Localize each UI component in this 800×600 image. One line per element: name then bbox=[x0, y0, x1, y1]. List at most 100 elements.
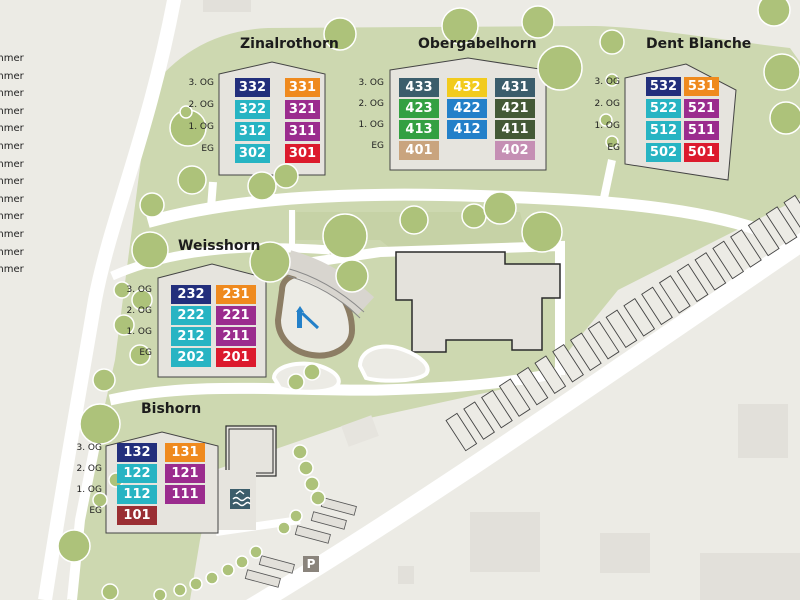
floor-label: 1. OG bbox=[126, 327, 152, 337]
parking-bay bbox=[783, 194, 800, 234]
floor-label: 2. OG bbox=[188, 100, 214, 110]
apartment-301[interactable]: 301 bbox=[285, 144, 320, 163]
parking-bay bbox=[498, 378, 531, 417]
floor-label: 1. OG bbox=[76, 485, 102, 495]
parking-bay bbox=[534, 355, 567, 394]
trees bbox=[57, 0, 800, 600]
floor-label: EG bbox=[89, 506, 102, 516]
apartment-331[interactable]: 331 bbox=[285, 78, 320, 97]
apartment-531[interactable]: 531 bbox=[684, 77, 719, 96]
apartment-101[interactable]: 101 bbox=[117, 506, 157, 525]
legend-item: mmer bbox=[0, 53, 24, 64]
apartment-502[interactable]: 502 bbox=[646, 143, 681, 162]
apartment-421[interactable]: 421 bbox=[495, 99, 535, 118]
south-road bbox=[246, 232, 800, 600]
apartment-302[interactable]: 302 bbox=[235, 144, 270, 163]
apartment-422[interactable]: 422 bbox=[447, 99, 487, 118]
apartment-202[interactable]: 202 bbox=[171, 348, 211, 367]
legend-item: mmer bbox=[0, 176, 24, 188]
apartment-321[interactable]: 321 bbox=[285, 100, 320, 119]
apartment-201[interactable]: 201 bbox=[216, 348, 256, 367]
building-name-zinalrothorn: Zinalrothorn bbox=[240, 36, 339, 52]
apartment-411[interactable]: 411 bbox=[495, 120, 535, 139]
apartment-521[interactable]: 521 bbox=[684, 99, 719, 118]
central-building bbox=[395, 251, 561, 353]
apartment-522[interactable]: 522 bbox=[646, 99, 681, 118]
parking-bay bbox=[463, 401, 495, 440]
apartment-132[interactable]: 132 bbox=[117, 443, 157, 462]
pool-icon bbox=[230, 489, 251, 509]
apartment-402[interactable]: 402 bbox=[495, 141, 535, 160]
floor-label: 3. OG bbox=[126, 285, 152, 295]
apartment-121[interactable]: 121 bbox=[165, 464, 205, 483]
floor-label: EG bbox=[201, 144, 214, 154]
legend-item: mmer bbox=[0, 70, 24, 82]
apartment-122[interactable]: 122 bbox=[117, 464, 157, 483]
floor-label: EG bbox=[139, 348, 152, 358]
apartment-322[interactable]: 322 bbox=[235, 100, 270, 119]
floor-label: 3. OG bbox=[188, 78, 214, 88]
west-road bbox=[38, 0, 182, 600]
floor-label: 3. OG bbox=[594, 77, 620, 87]
playground-ramp-line bbox=[287, 275, 361, 319]
apartment-222[interactable]: 222 bbox=[171, 306, 211, 325]
parking-bay bbox=[445, 412, 478, 452]
floor-label: EG bbox=[607, 143, 620, 153]
parking-bay bbox=[694, 252, 727, 291]
apartment-431[interactable]: 431 bbox=[495, 78, 535, 97]
legend-item: mmer bbox=[0, 193, 24, 205]
building-name-weisshorn: Weisshorn bbox=[178, 238, 261, 254]
apartment-231[interactable]: 231 bbox=[216, 285, 256, 304]
building-name-bishorn: Bishorn bbox=[141, 401, 202, 417]
apartment-501[interactable]: 501 bbox=[684, 143, 719, 162]
apartment-412[interactable]: 412 bbox=[447, 120, 487, 139]
apartment-112[interactable]: 112 bbox=[117, 485, 157, 504]
building-name-dent-blanche: Dent Blanche bbox=[646, 36, 752, 52]
outside-building bbox=[470, 512, 540, 572]
legend-item: mmer bbox=[0, 211, 24, 223]
apartment-131[interactable]: 131 bbox=[165, 443, 205, 462]
parking-bay bbox=[623, 298, 656, 337]
parking-bay bbox=[587, 321, 620, 360]
outside-building bbox=[600, 533, 650, 573]
floor-label: 1. OG bbox=[188, 122, 214, 132]
apartment-433[interactable]: 433 bbox=[399, 78, 439, 97]
legend-item: mmer bbox=[0, 105, 24, 117]
parking-bay bbox=[605, 309, 638, 349]
legend-item: mmer bbox=[0, 158, 24, 170]
legend-item: mmer bbox=[0, 229, 24, 240]
playground-slide-icon bbox=[296, 306, 320, 330]
apartment-312[interactable]: 312 bbox=[235, 122, 270, 141]
playground-ramp bbox=[284, 250, 375, 315]
apartment-413[interactable]: 413 bbox=[399, 120, 439, 139]
apartment-211[interactable]: 211 bbox=[216, 327, 256, 346]
outside-building bbox=[700, 553, 800, 600]
apartment-512[interactable]: 512 bbox=[646, 121, 681, 140]
apartment-232[interactable]: 232 bbox=[171, 285, 211, 304]
playground-ramp-line bbox=[285, 267, 365, 313]
floor-label: 3. OG bbox=[358, 78, 384, 88]
apartment-432[interactable]: 432 bbox=[447, 78, 487, 97]
apartment-221[interactable]: 221 bbox=[216, 306, 256, 325]
floor-label: 1. OG bbox=[358, 120, 384, 130]
apartment-423[interactable]: 423 bbox=[399, 99, 439, 118]
footpath bbox=[207, 181, 217, 209]
outside-building bbox=[738, 404, 788, 458]
parking-bay bbox=[765, 206, 798, 245]
floor-label: 2. OG bbox=[594, 99, 620, 109]
floor-label: 2. OG bbox=[126, 306, 152, 316]
apartment-401[interactable]: 401 bbox=[399, 141, 439, 160]
pond bbox=[357, 344, 430, 383]
apartment-311[interactable]: 311 bbox=[285, 122, 320, 141]
floor-label: 2. OG bbox=[76, 464, 102, 474]
apartment-212[interactable]: 212 bbox=[171, 327, 211, 346]
apartment-511[interactable]: 511 bbox=[684, 121, 719, 140]
outside-building-top bbox=[203, 0, 251, 12]
apartment-332[interactable]: 332 bbox=[235, 78, 270, 97]
legend-item: mmer bbox=[0, 246, 24, 258]
legend-item: mmer bbox=[0, 88, 24, 100]
apartment-532[interactable]: 532 bbox=[646, 77, 681, 96]
parking-bay bbox=[676, 263, 709, 303]
apartment-111[interactable]: 111 bbox=[165, 485, 205, 504]
parking-bay bbox=[730, 229, 762, 268]
